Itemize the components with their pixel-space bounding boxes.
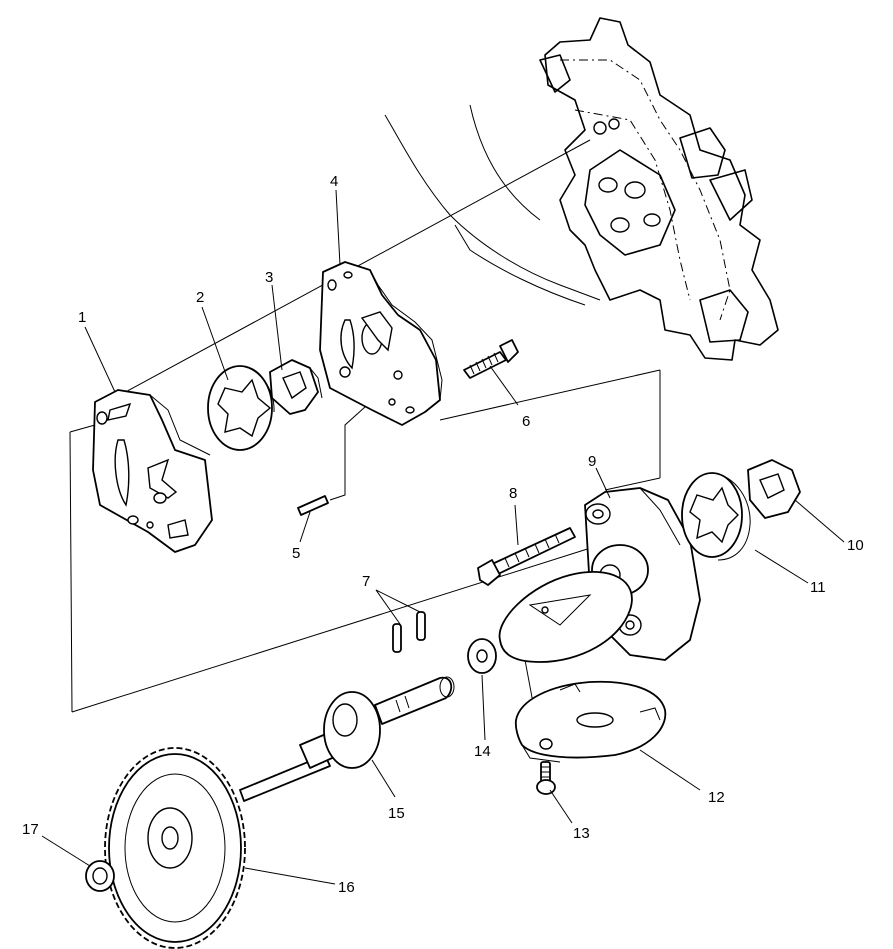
seal-ring-part-17 <box>85 860 115 892</box>
callout-10: 10 <box>847 537 864 554</box>
pump-body-part-1 <box>92 389 213 553</box>
cover-plate-part-12 <box>514 680 667 763</box>
callout-5: 5 <box>292 545 300 562</box>
callout-1: 1 <box>78 309 86 326</box>
callout-14: 14 <box>474 743 491 760</box>
gasket-plate <box>498 571 633 663</box>
callout-12: 12 <box>708 789 725 806</box>
callout-3: 3 <box>265 269 273 286</box>
callout-labels: 1 2 3 4 5 6 7 8 9 10 11 12 13 14 15 16 1… <box>22 173 864 896</box>
small-screw-part-13 <box>536 761 556 795</box>
outer-rotor-part-2 <box>207 365 275 451</box>
callout-8: 8 <box>509 485 517 502</box>
dowel-pin-part-5 <box>297 495 329 516</box>
pump-plate-part-4 <box>319 261 443 426</box>
callout-6: 6 <box>522 413 530 430</box>
callout-11: 11 <box>810 579 826 596</box>
callout-17: 17 <box>22 821 39 838</box>
leader-lines <box>41 189 845 885</box>
screw-part-6 <box>463 339 519 379</box>
crankcase-housing <box>384 17 779 361</box>
pins-part-7 <box>392 611 426 653</box>
inner-rotor-part-3 <box>269 359 323 415</box>
callout-15: 15 <box>388 805 405 822</box>
inner-rotor-part-10 <box>747 459 801 519</box>
callout-13: 13 <box>573 825 590 842</box>
callout-2: 2 <box>196 289 204 306</box>
drive-gear-part-16 <box>104 747 246 949</box>
washer-part-14 <box>467 638 497 674</box>
callout-9: 9 <box>588 453 596 470</box>
callout-16: 16 <box>338 879 355 896</box>
callout-4: 4 <box>330 173 338 190</box>
bolt-part-8 <box>477 527 576 586</box>
outer-rotor-part-11 <box>681 472 751 561</box>
pump-shaft-part-15 <box>239 676 455 802</box>
callout-7: 7 <box>362 573 370 590</box>
